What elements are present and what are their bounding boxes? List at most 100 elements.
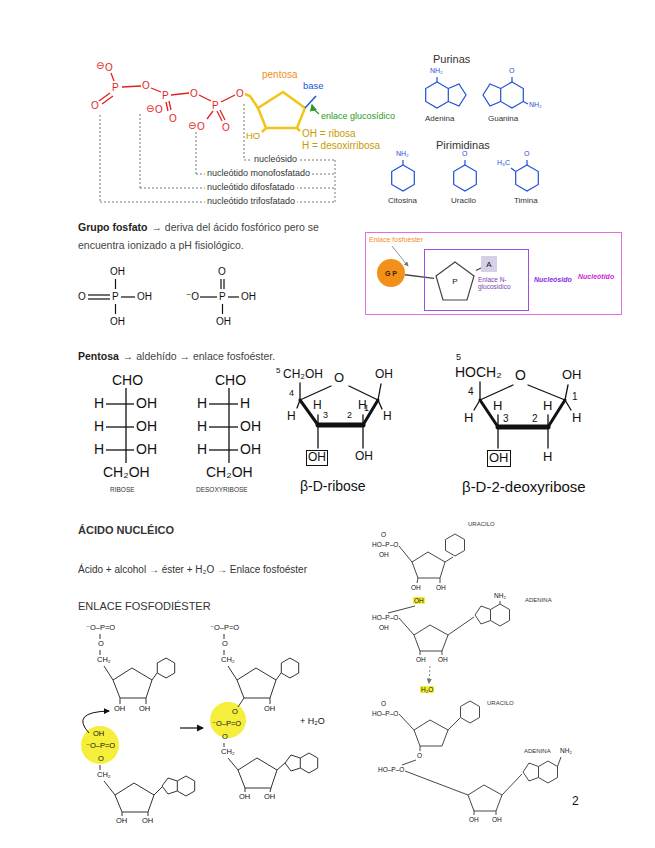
text-label: OH [136, 395, 157, 411]
rna-chain [402, 760, 416, 765]
chem-bond [88, 279, 239, 314]
nucleobase-ring [392, 77, 539, 191]
phosphodiester-drawing [237, 668, 276, 698]
text-label: OH [216, 316, 231, 328]
phosphate-bond [199, 95, 211, 101]
haworth-ring [318, 423, 363, 428]
text-label: OH [264, 793, 275, 802]
nucleobase-ring [464, 160, 465, 165]
text-label: β-D-ribose [300, 478, 366, 494]
text-label: P [212, 100, 219, 112]
text-label: OH [411, 584, 421, 591]
bracket-line [244, 104, 245, 160]
text-label: O [524, 150, 529, 158]
phosphodiester-drawing [104, 666, 113, 680]
text-label: OH [416, 656, 426, 663]
text-label: OH [413, 597, 425, 604]
text-label: H [543, 450, 552, 465]
phosphodiester-drawing [238, 758, 277, 788]
text-label: OH [355, 450, 373, 464]
chem-bond [115, 279, 116, 289]
text-label: H₃C [497, 159, 510, 167]
text-label: HO–P–O [372, 614, 398, 621]
text-label: β-D-2-deoxyribose [462, 478, 586, 495]
text-label: ADENINA [525, 597, 552, 604]
text-label: 4 [289, 388, 294, 398]
rna-chain [405, 771, 468, 795]
text-label: OH [562, 368, 582, 383]
fischer-projection [106, 388, 238, 463]
haworth-ring [547, 415, 548, 427]
text-label: URACILO [487, 700, 514, 707]
text-label: ⊖ [146, 103, 154, 115]
text-label: H [197, 418, 207, 434]
text-label: ÁCIDO NUCLÉICO [78, 524, 174, 537]
phosphodiester-drawing [157, 658, 174, 678]
text-label: CH₂ [97, 771, 111, 780]
text-label: O [236, 88, 244, 100]
rna-chain [474, 811, 475, 815]
phosphodiester-drawing [270, 698, 271, 704]
haworth-ring [565, 385, 568, 400]
text-label: OH [116, 817, 127, 826]
rna-chain [502, 774, 522, 795]
text-label: 5 [276, 366, 280, 375]
bracket-line [196, 132, 197, 174]
text-label: OH [379, 624, 389, 631]
rna-chain [417, 578, 418, 583]
text-label: O [232, 708, 238, 717]
rna-chain [440, 578, 441, 583]
text-label: H [197, 441, 207, 457]
text-label: OH [436, 584, 446, 591]
text-label: OH [241, 291, 256, 303]
text-label: O [155, 104, 163, 116]
text-label: Purinas [433, 53, 470, 66]
phosphodiester-drawing [180, 727, 203, 728]
text-label: 5 [456, 352, 461, 362]
text-label: NH₂ [494, 592, 506, 599]
haworth-ring [300, 386, 331, 400]
phosphate-bond [99, 73, 235, 121]
phosphodiester-drawing [83, 634, 318, 816]
fischer-projection [228, 388, 229, 463]
text-label: O [515, 367, 526, 383]
text-label: HO–P–O [378, 766, 404, 773]
chem-bond [115, 304, 116, 314]
text-label: OH [469, 816, 479, 823]
phosphodiester-drawing [100, 634, 101, 639]
pentose-ring [258, 92, 305, 128]
phosphodiester-drawing [224, 650, 225, 655]
text-label: Pirimidinas [436, 139, 490, 152]
pentose-ring [245, 92, 305, 132]
text-label: O [78, 291, 86, 303]
haworth-ring [497, 415, 498, 427]
text-label: OH [136, 418, 157, 434]
text-label: nucleósido [252, 154, 299, 164]
phosphate-bond [221, 95, 235, 102]
rna-chain [448, 617, 474, 635]
text-label: H [358, 399, 367, 413]
text-label: OH [375, 368, 393, 382]
text-label: Guanina [488, 114, 518, 123]
text-label: OH [264, 705, 275, 714]
text-label: H [313, 399, 322, 413]
text-label: OH = ribosa [302, 128, 356, 140]
phosphodiester-drawing [152, 673, 157, 680]
text-label: 4 [468, 386, 474, 398]
fischer-projection [125, 388, 126, 463]
nucleobase-ring [402, 160, 403, 165]
rna-chain [399, 546, 412, 562]
text-label: H [572, 411, 581, 426]
phosphodiester-drawing [148, 812, 149, 816]
text-label: H = desoxirribosa [302, 140, 380, 152]
text-label: CH₂ [221, 748, 235, 757]
text-label: ⁻O–P=O [86, 624, 115, 633]
text-label: base [303, 81, 324, 92]
text-label: P [112, 291, 119, 303]
phosphodiester-drawing [224, 743, 225, 747]
highlight-circle [210, 702, 246, 738]
fischer-projection [106, 426, 134, 427]
rna-chain [388, 534, 561, 815]
text-label: NH₂ [529, 101, 542, 109]
rna-chain [558, 757, 562, 767]
